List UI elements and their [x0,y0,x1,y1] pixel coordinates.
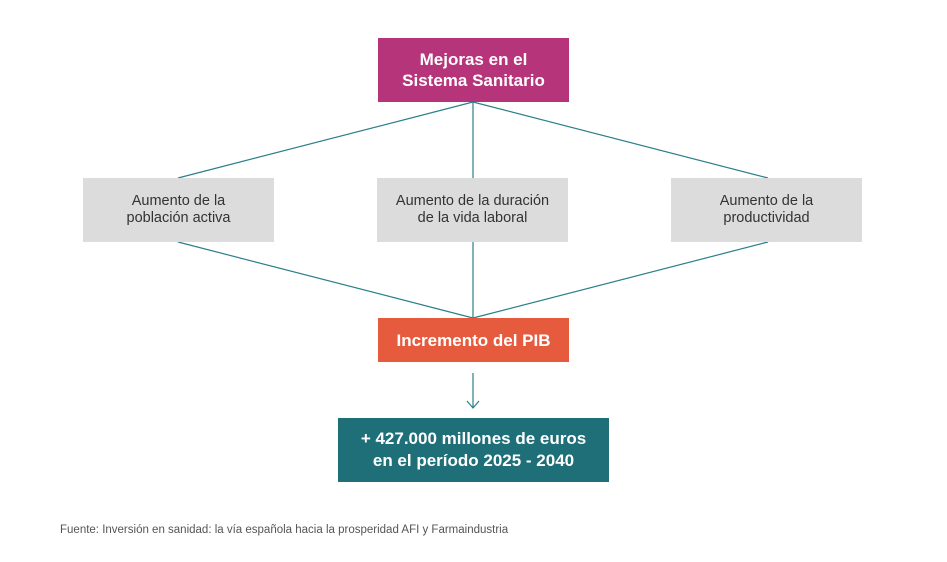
factor-1-line-1: Aumento de la [131,193,226,209]
connector-top-to-factor-3 [472,101,769,179]
connector-factor-3-to-gdp [472,241,769,319]
top-box-line-1: Mejoras en el [419,50,528,69]
connector-factor-1-to-gdp [177,241,474,319]
result-line-1: + 427.000 millones de euros [360,429,587,448]
result-line-2: en el período 2025 - 2040 [372,451,575,470]
factor-box-active-population: Aumento de la población activa [83,178,274,242]
result-box: + 427.000 millones de euros en el períod… [338,418,609,482]
factor-3-line-2: productividad [723,210,810,226]
factor-2-line-2: de la vida laboral [417,210,528,226]
factor-3-line-1: Aumento de la [719,193,814,209]
factor-2-line-1: Aumento de la duración [395,193,550,209]
factor-1-line-2: población activa [126,210,231,226]
arrow-head-icon [466,400,480,409]
factor-box-productivity: Aumento de la productividad [671,178,862,242]
top-box-health-system: Mejoras en el Sistema Sanitario [378,38,569,102]
top-box-line-2: Sistema Sanitario [402,71,545,90]
source-note: Fuente: Inversión en sanidad: la vía esp… [60,524,509,536]
gdp-label: Incremento del PIB [396,330,551,350]
factor-box-working-life: Aumento de la duración de la vida labora… [377,178,568,242]
connector-top-to-factor-1 [177,101,474,179]
gdp-box: Incremento del PIB [378,318,569,362]
